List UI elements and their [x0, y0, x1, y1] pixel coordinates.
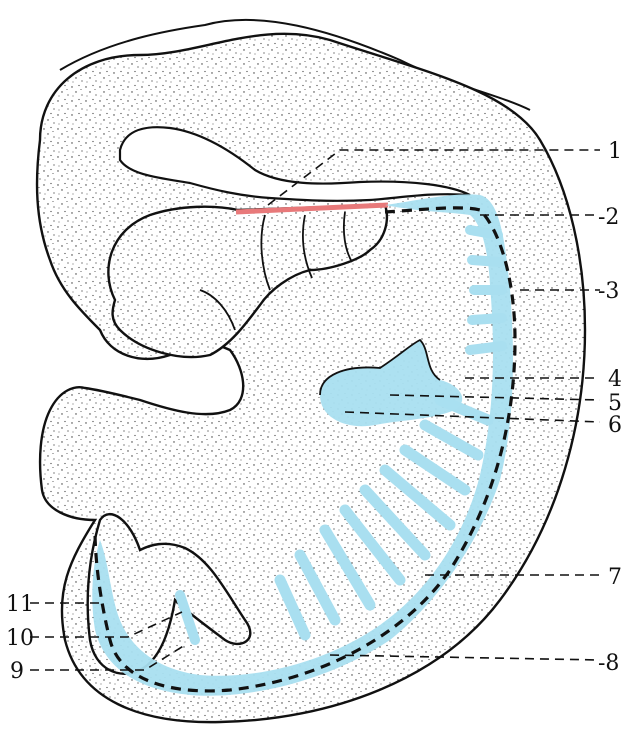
label-11: 11 — [6, 592, 34, 617]
label-7: 7 — [608, 565, 622, 590]
label-2: -2 — [598, 205, 619, 230]
label-3: -3 — [598, 279, 619, 304]
label-6: 6 — [608, 413, 622, 438]
label-10: 10 — [6, 626, 34, 651]
label-8: -8 — [598, 651, 619, 676]
label-1: 1 — [608, 139, 622, 164]
label-9: 9 — [10, 659, 24, 684]
label-4: 4 — [608, 367, 622, 392]
